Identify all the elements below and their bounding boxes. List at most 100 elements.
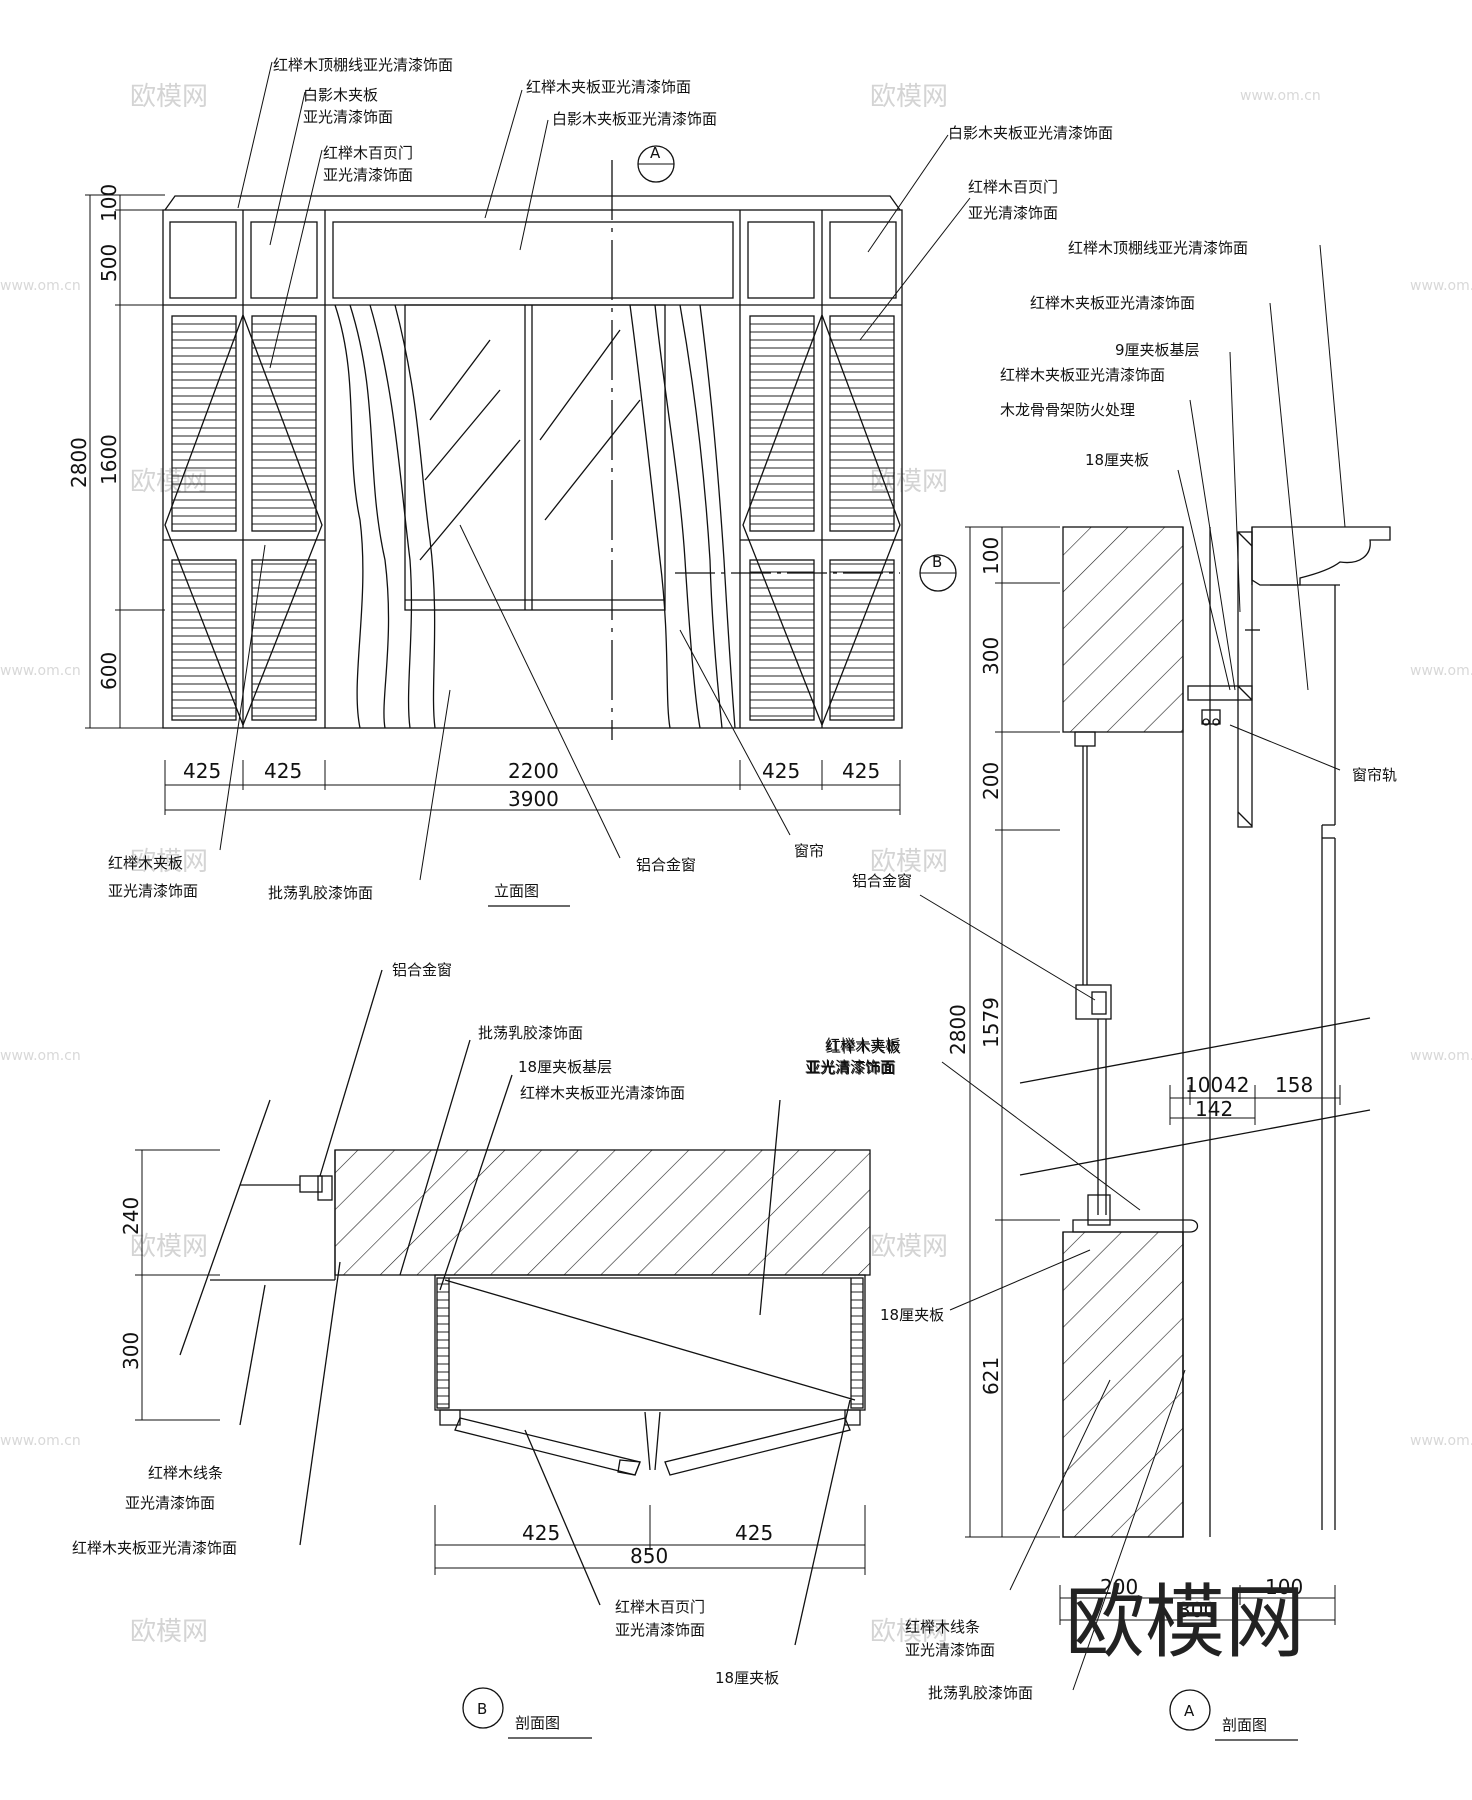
aluminum-window xyxy=(404,304,666,611)
label-veneer: 红榉木夹板亚光清漆饰面 xyxy=(520,1084,685,1102)
elevation-view xyxy=(162,160,903,740)
label-board-18: 18厘夹板 xyxy=(1085,451,1149,469)
section-marker-a-top: A xyxy=(637,144,675,183)
label-red-beech-veneer: 红榉木夹板亚光清漆饰面 xyxy=(526,78,691,96)
label-aluminum-window: 铝合金窗 xyxy=(392,961,452,979)
label-keel: 木龙骨骨架防火处理 xyxy=(1000,401,1135,419)
window-sill xyxy=(1072,1219,1199,1233)
section-a-labels: 红榉木顶棚线亚光清漆饰面 红榉木夹板亚光清漆饰面 9厘夹板基层 红榉木夹板亚光清… xyxy=(806,239,1397,1741)
label-louver-door-right: 红榉木百页门 xyxy=(968,178,1058,196)
watermark-text: 欧模网 xyxy=(130,1232,208,1262)
dim-sub: 142 xyxy=(1195,1097,1233,1121)
dim-horizontal: 425 xyxy=(264,759,302,783)
label-veneer-bottom: 红榉木夹板亚光清漆饰面 xyxy=(72,1539,237,1557)
label-red-beech-veneer-bottom: 红榉木夹板 xyxy=(108,854,183,872)
label-white-shadow-veneer: 白影木夹板亚光清漆饰面 xyxy=(552,110,717,128)
marker-letter: A xyxy=(650,144,661,162)
marker-letter: B xyxy=(932,553,942,571)
wall-hatch-upper xyxy=(1062,526,1184,733)
ceiling-cornice xyxy=(1251,526,1391,586)
elevation-title: 立面图 xyxy=(494,882,539,900)
label-veneer-2: 红榉木夹板亚光清漆饰面 xyxy=(1000,366,1165,384)
ceiling-box xyxy=(1237,531,1253,828)
elevation-labels: 红榉木顶棚线亚光清漆饰面 白影木夹板 亚光清漆饰面 红榉木百页门 亚光清漆饰面 … xyxy=(108,56,1113,907)
dim-horizontal: 2200 xyxy=(508,759,559,783)
dim-total: 3900 xyxy=(508,787,559,811)
label-veneer-3-finish: 亚光清漆饰面 xyxy=(806,1059,896,1077)
dim-vertical: 200 xyxy=(979,762,1003,800)
label-board-18: 18厘夹板 xyxy=(715,1669,779,1687)
section-b-view xyxy=(179,969,871,1646)
dim-vertical: 600 xyxy=(97,652,121,690)
label-red-beech-veneer-bottom-finish: 亚光清漆饰面 xyxy=(108,882,198,900)
label-strip-finish: 亚光清漆饰面 xyxy=(905,1641,995,1659)
watermark-url: www.om.cn xyxy=(0,663,81,679)
section-b-dim-labels: 240 300 425 425 850 xyxy=(119,1197,773,1568)
label-louver-door-finish: 亚光清漆饰面 xyxy=(323,166,413,184)
label-base-18: 18厘夹板基层 xyxy=(518,1058,612,1076)
louver-leaf-right xyxy=(664,1417,851,1476)
section-a-dimensions xyxy=(965,526,1341,1625)
dim-vertical: 500 xyxy=(97,244,121,282)
label-veneer-3: 红榉木夹板 xyxy=(826,1038,901,1056)
dim-vertical: 621 xyxy=(979,1357,1003,1395)
section-a-leaders xyxy=(919,244,1346,1691)
label-strip: 红榉木线条 xyxy=(148,1464,223,1482)
dim-horizontal: 158 xyxy=(1275,1073,1313,1097)
label-cornice: 红榉木顶棚线亚光清漆饰面 xyxy=(1068,239,1248,257)
section-b-title: 剖面图 xyxy=(515,1714,560,1732)
watermark-url: www.om.cn xyxy=(0,1433,81,1449)
dim-horizontal: 42 xyxy=(1224,1073,1249,1097)
label-louver-door-right-finish: 亚光清漆饰面 xyxy=(968,204,1058,222)
dim-vertical: 100 xyxy=(97,184,121,222)
label-curtain: 窗帘 xyxy=(794,842,824,860)
label-veneer: 红榉木夹板亚光清漆饰面 xyxy=(1030,294,1195,312)
watermark-text: 欧模网 xyxy=(870,1617,948,1647)
watermark-url: www.om.cn xyxy=(0,1048,81,1064)
label-white-veneer-finish: 亚光清漆饰面 xyxy=(303,108,393,126)
label-curtain-rail: 窗帘轨 xyxy=(1352,766,1397,784)
watermark-url: www.om.cn xyxy=(1240,88,1321,104)
label-latex: 批荡乳胶漆饰面 xyxy=(928,1684,1033,1702)
label-base-9mm: 9厘夹板基层 xyxy=(1115,341,1200,359)
dim-horizontal: 425 xyxy=(522,1521,560,1545)
dim-bottom-total: 300 xyxy=(1178,1598,1216,1622)
watermark-url: www.om.cn xyxy=(1410,663,1472,679)
watermark-url: www.om.cn xyxy=(1410,1433,1472,1449)
dim-vertical: 300 xyxy=(979,637,1003,675)
label-board-18-b: 18厘夹板 xyxy=(880,1306,944,1324)
wall-hatch-lower xyxy=(1062,1231,1184,1538)
dim-vertical: 240 xyxy=(119,1197,143,1235)
label-latex-paint: 批荡乳胶漆饰面 xyxy=(268,884,373,902)
watermark-url: www.om.cn xyxy=(1410,1048,1472,1064)
section-b-labels: 铝合金窗 批荡乳胶漆饰面 18厘夹板基层 红榉木夹板亚光清漆饰面 红榉木夹板 亚… xyxy=(72,961,900,1739)
watermark-text: 欧模网 xyxy=(870,847,948,877)
dim-horizontal: 425 xyxy=(762,759,800,783)
dim-horizontal: 425 xyxy=(735,1521,773,1545)
label-cornice: 红榉木顶棚线亚光清漆饰面 xyxy=(273,56,453,74)
dim-vertical: 100 xyxy=(979,537,1003,575)
watermark-text: 欧模网 xyxy=(130,82,208,112)
label-veneer-right: 红榉木夹板 xyxy=(825,1036,900,1054)
dim-vertical: 1600 xyxy=(97,434,121,485)
label-veneer-right-finish: 亚光清漆饰面 xyxy=(805,1058,895,1076)
wall-hatch xyxy=(334,1149,871,1276)
label-louver-finish: 亚光清漆饰面 xyxy=(615,1621,705,1639)
top-panel-center xyxy=(332,221,734,299)
watermark-text: 欧模网 xyxy=(130,847,208,877)
label-strip: 红榉木线条 xyxy=(905,1618,980,1636)
label-latex: 批荡乳胶漆饰面 xyxy=(478,1024,583,1042)
label-white-veneer: 白影木夹板 xyxy=(303,86,378,104)
label-aluminum-window: 铝合金窗 xyxy=(636,856,696,874)
watermark-url: www.om.cn xyxy=(1410,278,1472,294)
dim-horizontal: 100 xyxy=(1185,1073,1223,1097)
elevation-cornice xyxy=(164,195,901,211)
section-b-marker-letter: B xyxy=(477,1700,487,1718)
label-strip-finish: 亚光清漆饰面 xyxy=(125,1494,215,1512)
louver-leaf-left xyxy=(454,1417,641,1476)
elevation-outline xyxy=(162,209,903,729)
dim-vertical-total: 2800 xyxy=(67,437,91,488)
dim-vertical-total: 2800 xyxy=(946,1004,970,1055)
top-panel xyxy=(829,221,897,299)
